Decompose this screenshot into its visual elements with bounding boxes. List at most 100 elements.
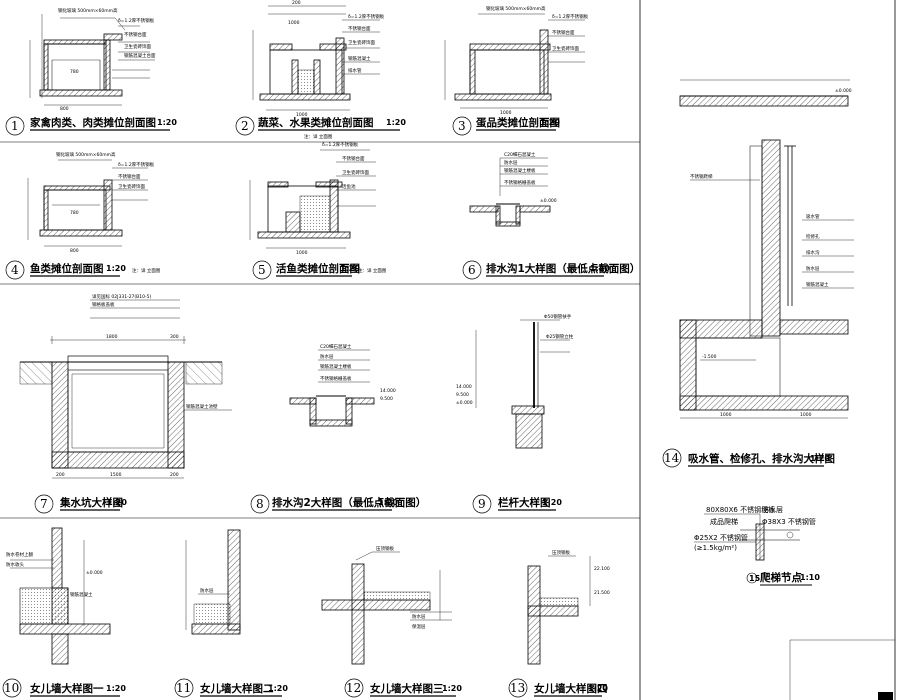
svg-text:注：详 立面图: 注：详 立面图 — [132, 267, 161, 274]
svg-text:栏杆大样图: 栏杆大样图 — [498, 496, 551, 509]
svg-text:±0.000: ±0.000 — [540, 198, 557, 204]
svg-text:排水管: 排水管 — [348, 67, 362, 74]
svg-text:排水沟: 排水沟 — [806, 249, 820, 256]
svg-text:780: 780 — [70, 69, 79, 75]
svg-text:22.100: 22.100 — [594, 566, 610, 572]
svg-text:钢筋混凝土台面: 钢筋混凝土台面 — [124, 52, 156, 59]
svg-text:Φ50钢管扶手: Φ50钢管扶手 — [544, 313, 572, 320]
svg-text:吸水管: 吸水管 — [806, 213, 820, 220]
svg-text:14: 14 — [664, 451, 680, 465]
svg-text:1:20: 1:20 — [442, 684, 462, 693]
svg-text:活鱼类摊位剖面图: 活鱼类摊位剖面图 — [276, 262, 360, 275]
svg-text:不锈钢台面: 不锈钢台面 — [118, 173, 141, 180]
svg-text:女儿墙大样图四: 女儿墙大样图四 — [534, 682, 608, 695]
svg-text:压顶钢板: 压顶钢板 — [552, 549, 570, 556]
svg-text:1:20: 1:20 — [810, 454, 830, 463]
detail-8-drawing: C20细石混凝土 防水层 钢筋混凝土楼板 不锈钢格栅盖板 14.000 9.50… — [289, 343, 396, 427]
svg-text:1500: 1500 — [110, 472, 122, 478]
svg-text:钢筋混凝土: 钢筋混凝土 — [348, 55, 371, 62]
svg-text:7: 7 — [40, 497, 48, 511]
svg-text:±0.000: ±0.000 — [86, 570, 103, 576]
detail-9-title: 9 栏杆大样图 1:20 — [472, 494, 562, 514]
svg-text:5: 5 — [258, 263, 266, 277]
detail-12-title: 12 女儿墙大样图三 1:20 — [344, 678, 462, 698]
svg-text:钢筋混凝土: 钢筋混凝土 — [70, 591, 93, 598]
detail-14-drawing: ±0.000 -1.500 吸水管 检修孔 排水沟 防水层 钢筋混凝土 不锈钢爬… — [679, 79, 854, 419]
detail-15-drawing: 80X80X6 不锈钢埋板 防水层 成品爬梯 Φ38X3 不锈钢管 Φ25X2 … — [694, 505, 816, 561]
svg-text:4: 4 — [11, 263, 19, 277]
svg-text:不锈钢台面: 不锈钢台面 — [552, 29, 575, 36]
svg-text:不锈钢格栅盖板: 不锈钢格栅盖板 — [320, 375, 352, 382]
svg-text:11: 11 — [176, 681, 191, 695]
svg-text:注：详 立面图: 注：详 立面图 — [358, 267, 387, 274]
svg-text:15: 15 — [749, 574, 761, 583]
detail-4-title: 4 鱼类摊位剖面图 1:20 注：详 立面图 — [5, 260, 161, 280]
svg-text:δ=1.2厚不锈钢板: δ=1.2厚不锈钢板 — [322, 141, 359, 148]
detail-7-drawing: 详见国标 02J331-27(B10-5) 钢格板盖板 1800 300 200… — [19, 293, 232, 479]
svg-text:防水层: 防水层 — [320, 353, 334, 360]
detail-9-drawing: Φ50钢管扶手 Φ25钢管立柱 14.000 9.500 ±0.000 — [456, 313, 574, 449]
svg-text:1000: 1000 — [288, 20, 300, 26]
svg-text:女儿墙大样图二: 女儿墙大样图二 — [200, 682, 274, 695]
svg-text:钢化玻璃 500mm×60mm高: 钢化玻璃 500mm×60mm高 — [56, 151, 116, 158]
detail-14-title: 14 吸水管、检修孔、排水沟大样图 1:20 — [662, 448, 835, 468]
detail-1-drawing: 钢化玻璃 500mm×60mm高 δ=1.2厚不锈钢板 不锈钢台面 卫生瓷砖饰面… — [29, 7, 156, 112]
svg-text:δ=1.2厚不锈钢板: δ=1.2厚不锈钢板 — [552, 13, 589, 20]
svg-text:集水坑大样图: 集水坑大样图 — [59, 496, 123, 509]
svg-text:2: 2 — [241, 119, 249, 133]
svg-text:钢筋混凝土楼板: 钢筋混凝土楼板 — [504, 167, 536, 174]
svg-text:1:20: 1:20 — [542, 498, 562, 507]
svg-text:卫生瓷砖饰面: 卫生瓷砖饰面 — [118, 183, 145, 190]
svg-text:1:10: 1:10 — [800, 573, 820, 582]
svg-text:21.500: 21.500 — [594, 590, 610, 596]
svg-text:δ=1.2厚不锈钢板: δ=1.2厚不锈钢板 — [348, 13, 385, 20]
detail-10-title: 10 女儿墙大样图一 1:20 — [2, 678, 126, 698]
svg-text:-1.500: -1.500 — [702, 354, 717, 360]
svg-text:1800: 1800 — [106, 334, 118, 340]
svg-text:钢化玻璃 500mm×60mm高: 钢化玻璃 500mm×60mm高 — [58, 7, 118, 14]
svg-text:1000: 1000 — [500, 110, 512, 116]
svg-text:活鱼池: 活鱼池 — [342, 183, 356, 190]
svg-text:14.000: 14.000 — [456, 384, 472, 390]
detail-11-title: 11 女儿墙大样图二 1:20 — [174, 678, 288, 698]
svg-text:钢化玻璃 500mm×60mm高: 钢化玻璃 500mm×60mm高 — [486, 5, 546, 12]
svg-text:13: 13 — [510, 681, 525, 695]
svg-text:±0.000: ±0.000 — [835, 88, 852, 94]
svg-text:1:20: 1:20 — [106, 264, 126, 273]
svg-text:9: 9 — [478, 497, 486, 511]
svg-text:成品爬梯: 成品爬梯 — [710, 517, 738, 526]
svg-text:1:20: 1:20 — [107, 498, 127, 507]
svg-text:蔬菜、水果类摊位剖面图: 蔬菜、水果类摊位剖面图 — [258, 116, 374, 129]
svg-text:防水层: 防水层 — [504, 159, 518, 166]
detail-1-number: 1 — [11, 119, 19, 133]
svg-text:排水沟1大样图（最低点截面图）: 排水沟1大样图（最低点截面图） — [486, 262, 640, 275]
svg-text:6: 6 — [468, 263, 476, 277]
svg-text:防水层: 防水层 — [806, 265, 820, 272]
svg-text:防水收头: 防水收头 — [6, 561, 24, 568]
detail-4-drawing: 钢化玻璃 500mm×60mm高 δ=1.2厚不锈钢板 不锈钢台面 卫生瓷砖饰面… — [27, 151, 155, 254]
detail-3-title: 3 蛋品类摊位剖面图 1:20 — [452, 116, 560, 136]
svg-text:卫生瓷砖饰面: 卫生瓷砖饰面 — [124, 43, 151, 50]
detail-2-title: 2 蔬菜、水果类摊位剖面图 1:20 注：详 立面图 — [235, 116, 406, 140]
svg-text:1000: 1000 — [296, 112, 308, 118]
detail-6-drawing: C20细石混凝土 防水层 钢筋混凝土楼板 不锈钢格栅盖板 ±0.000 — [469, 151, 557, 227]
svg-text:不锈钢台面: 不锈钢台面 — [124, 31, 147, 38]
svg-text:女儿墙大样图三: 女儿墙大样图三 — [370, 682, 444, 695]
svg-text:3: 3 — [458, 119, 466, 133]
svg-text:1:20: 1:20 — [540, 118, 560, 127]
svg-text:鱼类摊位剖面图: 鱼类摊位剖面图 — [30, 262, 104, 275]
svg-text:排水沟2大样图（最低点截面图）: 排水沟2大样图（最低点截面图） — [272, 496, 426, 509]
svg-text:δ=1.2厚不锈钢板: δ=1.2厚不锈钢板 — [118, 17, 155, 24]
svg-text:200: 200 — [56, 472, 65, 478]
svg-text:卫生瓷砖饰面: 卫生瓷砖饰面 — [552, 45, 579, 52]
svg-text:14.000: 14.000 — [380, 388, 396, 394]
svg-text:注：详 立面图: 注：详 立面图 — [304, 133, 333, 140]
svg-text:80X80X6 不锈钢埋板: 80X80X6 不锈钢埋板 — [706, 505, 775, 514]
svg-text:1:20: 1:20 — [378, 498, 398, 507]
svg-text:不锈钢格栅盖板: 不锈钢格栅盖板 — [504, 179, 536, 186]
svg-text:爬梯节点: 爬梯节点 — [759, 571, 802, 584]
svg-text:9.500: 9.500 — [380, 396, 393, 402]
detail-11-drawing: 防水层 — [185, 529, 241, 635]
detail-5-title: 5 活鱼类摊位剖面图 1:20 注：详 立面图 — [252, 260, 387, 280]
